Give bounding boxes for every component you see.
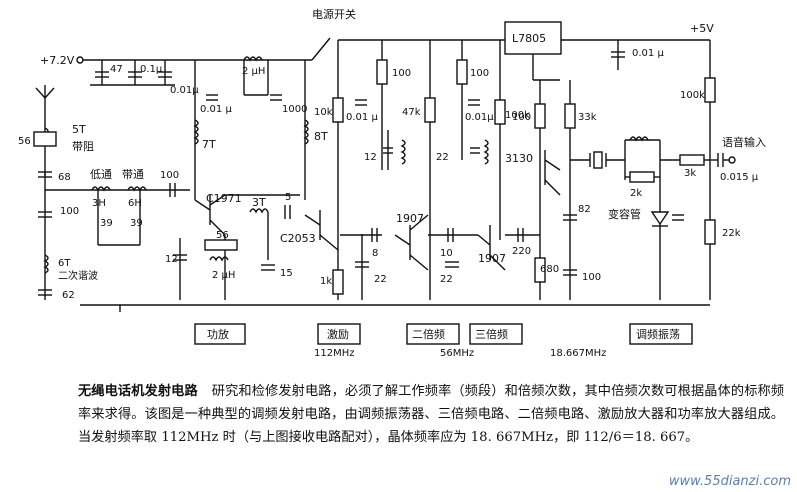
coil-7t: 7T <box>202 138 216 151</box>
regulator-l7805: L7805 <box>504 21 562 80</box>
c8: 8 <box>372 248 378 259</box>
figure-caption: 无绳电话机发射电路研究和检修发射电路，必须了解工作频率（频段）和倍频次数，其中倍… <box>78 380 784 449</box>
varactor-label: 变容管 <box>608 207 641 221</box>
c10: 10 <box>440 248 453 259</box>
tripler-freq-label: 18.667MHz <box>550 348 606 359</box>
doubler-tank <box>383 130 406 170</box>
svg-text:调频振荡: 调频振荡 <box>636 327 680 341</box>
q-1907-b: 1907 <box>478 252 506 265</box>
coil-6h: 6H <box>128 198 142 209</box>
tripler-tank <box>456 40 489 165</box>
regulated-label: +5V <box>690 22 714 35</box>
r100-a: 100 <box>392 68 411 79</box>
c56-trap: 56 <box>18 136 31 147</box>
coupling-network <box>249 205 291 271</box>
r47k: 47k <box>402 107 421 118</box>
svg-text:激励: 激励 <box>327 327 349 341</box>
c220: 220 <box>512 246 531 257</box>
watermark: www.55dianzi.com <box>668 474 791 489</box>
tripler-stage <box>477 40 540 271</box>
r33k: 33k <box>578 112 597 123</box>
c15: 15 <box>280 268 293 279</box>
stage-label-driver: 激励 112MHz <box>314 323 361 359</box>
r100-c: 100 <box>512 112 531 123</box>
oscillator-stage <box>533 79 577 300</box>
svg-text:三倍频: 三倍频 <box>475 327 508 341</box>
svg-text:112MHz: 112MHz <box>314 348 354 359</box>
q-c1971: C1971 <box>206 192 242 205</box>
coil-5t: 5T <box>72 123 86 136</box>
r680: 680 <box>540 264 559 275</box>
coil-8t: 8T <box>314 130 328 143</box>
r100k-b: 100k <box>680 90 705 101</box>
c39-b: 39 <box>130 218 143 229</box>
c5: 5 <box>285 192 291 203</box>
c100-c: 100 <box>582 272 601 283</box>
c47: 47 <box>110 64 123 75</box>
r100-b: 100 <box>470 68 489 79</box>
svg-text:56MHz: 56MHz <box>440 348 474 359</box>
supply-decoupling <box>90 60 175 86</box>
coil-3h: 3H <box>92 198 106 209</box>
audio-input-label: 语音输入 <box>722 135 766 149</box>
r3k: 3k <box>684 168 696 179</box>
caption-title: 无绳电话机发射电路 <box>78 384 198 399</box>
c001u-c: 0.01 μ <box>346 112 378 123</box>
q-c2053: C2053 <box>280 232 316 245</box>
c100-a: 100 <box>60 206 79 217</box>
c68: 68 <box>58 172 71 183</box>
coil-2uh-bot: 2 μH <box>212 270 235 281</box>
coil-2uh-top: 2 μH <box>242 66 265 77</box>
r10k: 10k <box>314 107 333 118</box>
c12-b: 12 <box>364 152 377 163</box>
caption-body: 研究和检修发射电路，必须了解工作频率（频段）和倍频次数，其中倍频次数可根据晶体的… <box>78 384 785 445</box>
stage-label-power-amp: 功放 <box>194 323 246 345</box>
c001u-e: 0.01 μ <box>632 48 664 59</box>
fm-modulation-network <box>570 40 736 300</box>
svg-text:二倍频: 二倍频 <box>412 327 445 341</box>
c01u-a: 0.1μ <box>140 64 163 75</box>
bandstop-label: 带阻 <box>72 140 94 153</box>
r2k: 2k <box>630 188 642 199</box>
lowpass-bandpass-filter <box>91 183 176 246</box>
c001u-a: 0.01μ <box>170 85 199 96</box>
c001u-b: 0.01 μ <box>200 104 232 115</box>
svg-text:L7805: L7805 <box>512 32 546 45</box>
r56: 56 <box>216 230 229 241</box>
lowpass-label: 低通 <box>90 168 112 181</box>
q-3130: 3130 <box>505 152 533 165</box>
c39-a: 39 <box>100 218 113 229</box>
c001u-d: 0.01μ <box>465 112 494 123</box>
antenna-icon <box>35 85 55 125</box>
coil-6t: 6T <box>58 258 71 269</box>
r1k: 1k <box>320 276 332 287</box>
coil-3t: 3T <box>252 196 266 209</box>
q-1907-a: 1907 <box>396 212 424 225</box>
c82: 82 <box>578 204 591 215</box>
stage-label-fm-osc: 调频振荡 <box>629 323 693 345</box>
c12-a: 12 <box>165 254 178 265</box>
supply-rails <box>80 37 710 306</box>
c62: 62 <box>62 290 75 301</box>
r22k: 22k <box>722 228 741 239</box>
battery-label: +7.2V <box>40 54 75 67</box>
stage-label-tripler: 三倍频 <box>469 323 523 345</box>
c100-b: 100 <box>160 170 179 181</box>
c22-a: 22 <box>374 274 387 285</box>
power-switch-label: 电源开关 <box>312 7 356 21</box>
harmonic-trap-label: 二次谐波 <box>58 269 98 282</box>
driver-stage <box>304 40 388 300</box>
power-amp-stage <box>173 56 300 300</box>
stage-label-doubler: 二倍频 56MHz <box>406 323 474 359</box>
bandpass-label: 带通 <box>122 168 144 181</box>
antenna-filter <box>33 125 190 300</box>
c0015u: 0.015 μ <box>720 172 759 183</box>
c22-c: 22 <box>436 152 449 163</box>
circuit-schematic: +7.2V +5V 电源开关 L7805 5T 带阻 56 68 100 6T … <box>18 7 766 359</box>
c22-b: 22 <box>440 274 453 285</box>
doubler-stage <box>394 40 478 300</box>
c1000: 1000 <box>282 104 307 115</box>
r100k-a: 100k <box>505 110 530 121</box>
svg-text:功放: 功放 <box>207 327 229 341</box>
